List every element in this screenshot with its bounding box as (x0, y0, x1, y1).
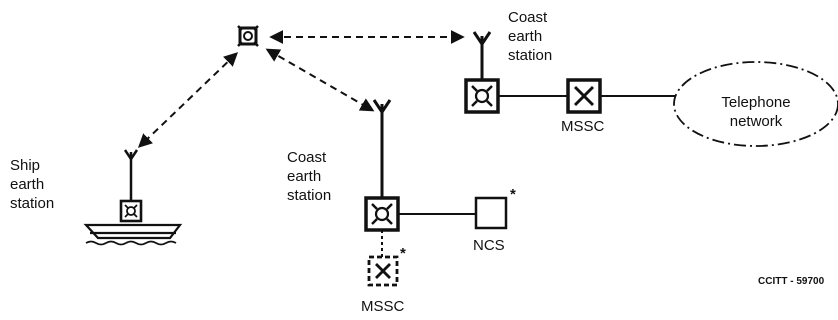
antenna-icon (123, 149, 139, 201)
switching-centre-icon (566, 78, 602, 114)
telephone-network-ellipse (673, 61, 838, 147)
ncs-asterisk: * (510, 186, 516, 203)
ncs-box (474, 196, 508, 230)
switching-centre-icon (367, 255, 399, 287)
antenna-icon (372, 99, 392, 198)
ship-icon (83, 223, 183, 246)
ncs-label: NCS (473, 237, 505, 254)
ship-earth-station-label: Ship earth station (10, 157, 55, 212)
telephone-network-label: Telephone network (721, 94, 791, 130)
mssc-bottom-label: MSSC (361, 298, 405, 315)
earth-station-icon (364, 196, 400, 232)
radio-link-ship (137, 52, 239, 148)
earth-station-icon (464, 78, 500, 114)
mssc-bottom-asterisk: * (400, 245, 406, 262)
coast-earth-station-mid-label: Coast earth station (287, 149, 332, 204)
coast-earth-station-top-label: Coast earth station (508, 9, 553, 64)
mssc-top-label: MSSC (561, 118, 605, 135)
satellite-icon (237, 25, 259, 47)
reference-number: CCITT - 59700 (758, 276, 825, 287)
antenna-icon (472, 31, 492, 80)
earth-station-icon (119, 199, 143, 223)
radio-link-coast-mid (265, 48, 375, 112)
